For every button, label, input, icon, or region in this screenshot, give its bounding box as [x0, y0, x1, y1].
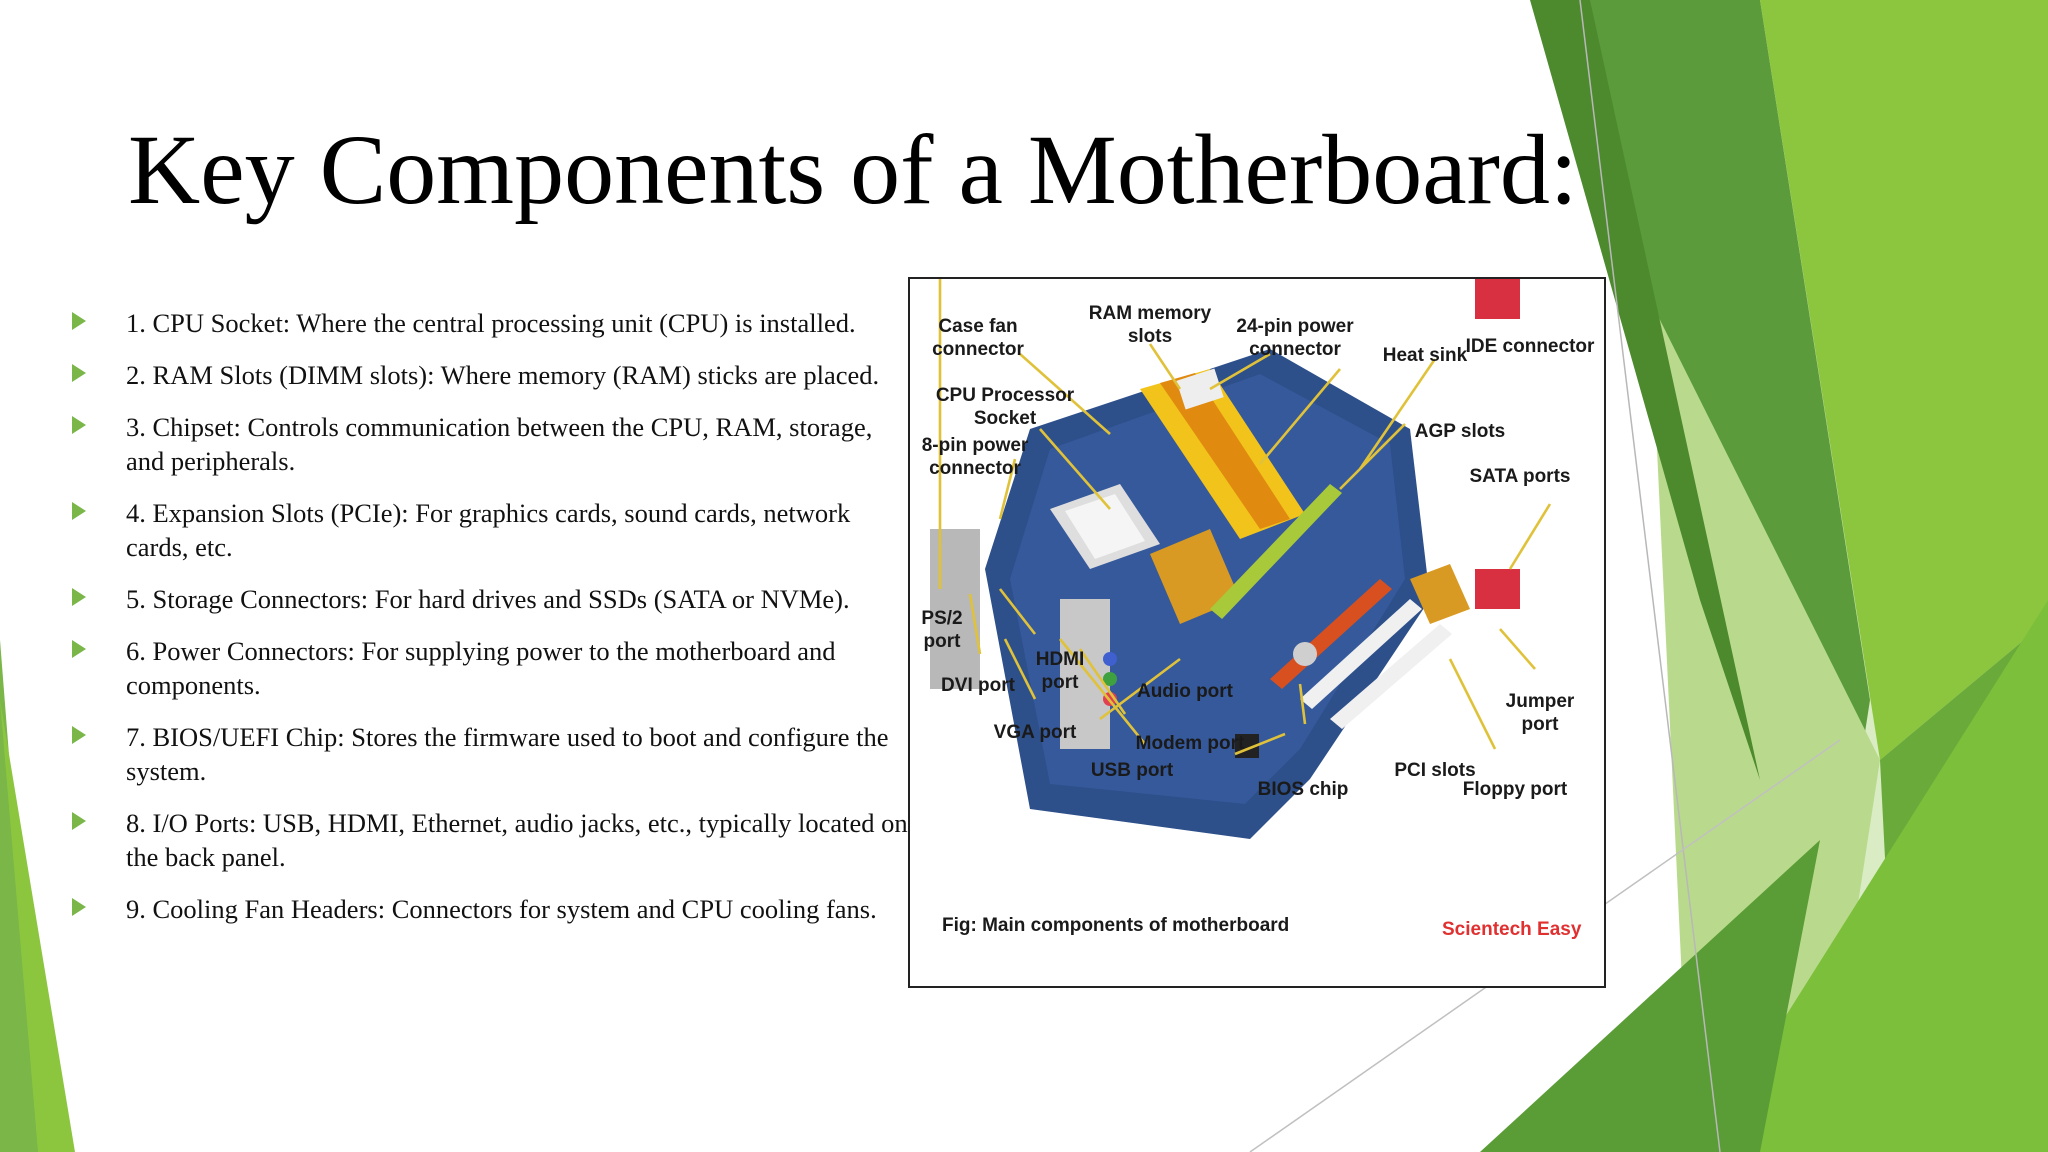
label-ps2: port — [924, 631, 962, 652]
bullet-item: 9. Cooling Fan Headers: Connectors for s… — [70, 892, 910, 926]
bullet-arrow-icon — [72, 416, 86, 434]
label-hdmi: port — [1042, 672, 1080, 693]
label-jumper: port — [1522, 714, 1560, 735]
label-usb: USB port — [1091, 760, 1174, 781]
bullet-item: 1. CPU Socket: Where the central process… — [70, 306, 910, 340]
label-ram: slots — [1128, 326, 1172, 347]
label-8pin: connector — [929, 458, 1021, 479]
bullet-arrow-icon — [72, 812, 86, 830]
bullet-item: 8. I/O Ports: USB, HDMI, Ethernet, audio… — [70, 806, 910, 874]
bullet-item: 6. Power Connectors: For supplying power… — [70, 634, 910, 702]
sata-ports — [1475, 279, 1520, 319]
bullet-arrow-icon — [72, 502, 86, 520]
motherboard-figure: Case fan connector RAM memory slots 24-p… — [908, 277, 1606, 988]
bullet-arrow-icon — [72, 640, 86, 658]
label-ram: RAM memory — [1089, 303, 1212, 324]
bullet-text: 3. Chipset: Controls communication betwe… — [126, 412, 873, 476]
bullet-text: 1. CPU Socket: Where the central process… — [126, 308, 856, 338]
label-jumper: Jumper — [1506, 691, 1575, 712]
bullet-item: 5. Storage Connectors: For hard drives a… — [70, 582, 910, 616]
bullet-text: 9. Cooling Fan Headers: Connectors for s… — [126, 894, 877, 924]
label-cpu-socket: Socket — [974, 408, 1037, 429]
bullet-text: 6. Power Connectors: For supplying power… — [126, 636, 836, 700]
label-hdmi: HDMI — [1036, 649, 1085, 670]
label-ide: IDE connector — [1466, 336, 1595, 357]
bullet-text: 2. RAM Slots (DIMM slots): Where memory … — [126, 360, 880, 390]
bullet-item: 4. Expansion Slots (PCIe): For graphics … — [70, 496, 910, 564]
label-vga: VGA port — [994, 722, 1077, 743]
label-heat-sink: Heat sink — [1383, 345, 1468, 366]
bullet-text: 7. BIOS/UEFI Chip: Stores the firmware u… — [126, 722, 889, 786]
motherboard-illustration: Case fan connector RAM memory slots 24-p… — [921, 279, 1595, 940]
label-bios: BIOS chip — [1258, 779, 1349, 800]
figure-credit: Scientech Easy — [1442, 919, 1582, 940]
slide-title: Key Components of a Motherboard: — [128, 114, 1578, 225]
leader-arrows — [938, 279, 1552, 756]
label-agp: AGP slots — [1415, 421, 1505, 442]
bullet-item: 7. BIOS/UEFI Chip: Stores the firmware u… — [70, 720, 910, 788]
label-8pin: 8-pin power — [922, 435, 1029, 456]
bullet-text: 8. I/O Ports: USB, HDMI, Ethernet, audio… — [126, 808, 908, 872]
bullet-arrow-icon — [72, 312, 86, 330]
label-24pin: connector — [1249, 339, 1341, 360]
heat-sink — [1150, 529, 1240, 624]
bullet-arrow-icon — [72, 364, 86, 382]
label-dvi: DVI port — [941, 675, 1016, 696]
figure-caption: Fig: Main components of motherboard — [942, 915, 1289, 936]
label-modem: Modem port — [1136, 733, 1245, 754]
label-case-fan: connector — [932, 339, 1024, 360]
label-pci: PCI slots — [1394, 760, 1475, 781]
label-ps2: PS/2 — [921, 608, 962, 629]
bullet-arrow-icon — [72, 898, 86, 916]
label-audio: Audio port — [1137, 681, 1234, 702]
label-case-fan: Case fan — [938, 316, 1017, 337]
label-24pin: 24-pin power — [1236, 316, 1354, 337]
bullet-arrow-icon — [72, 588, 86, 606]
bullet-text: 5. Storage Connectors: For hard drives a… — [126, 584, 850, 614]
agp-slot — [1210, 484, 1342, 619]
power-24pin — [1176, 368, 1224, 410]
bullet-item: 2. RAM Slots (DIMM slots): Where memory … — [70, 358, 910, 392]
label-floppy: Floppy port — [1463, 779, 1568, 800]
bullet-list: 1. CPU Socket: Where the central process… — [70, 306, 910, 944]
bullet-arrow-icon — [72, 726, 86, 744]
label-cpu-socket: CPU Processor — [936, 385, 1075, 406]
bullet-item: 3. Chipset: Controls communication betwe… — [70, 410, 910, 478]
label-sata: SATA ports — [1470, 466, 1571, 487]
bullet-text: 4. Expansion Slots (PCIe): For graphics … — [126, 498, 851, 562]
